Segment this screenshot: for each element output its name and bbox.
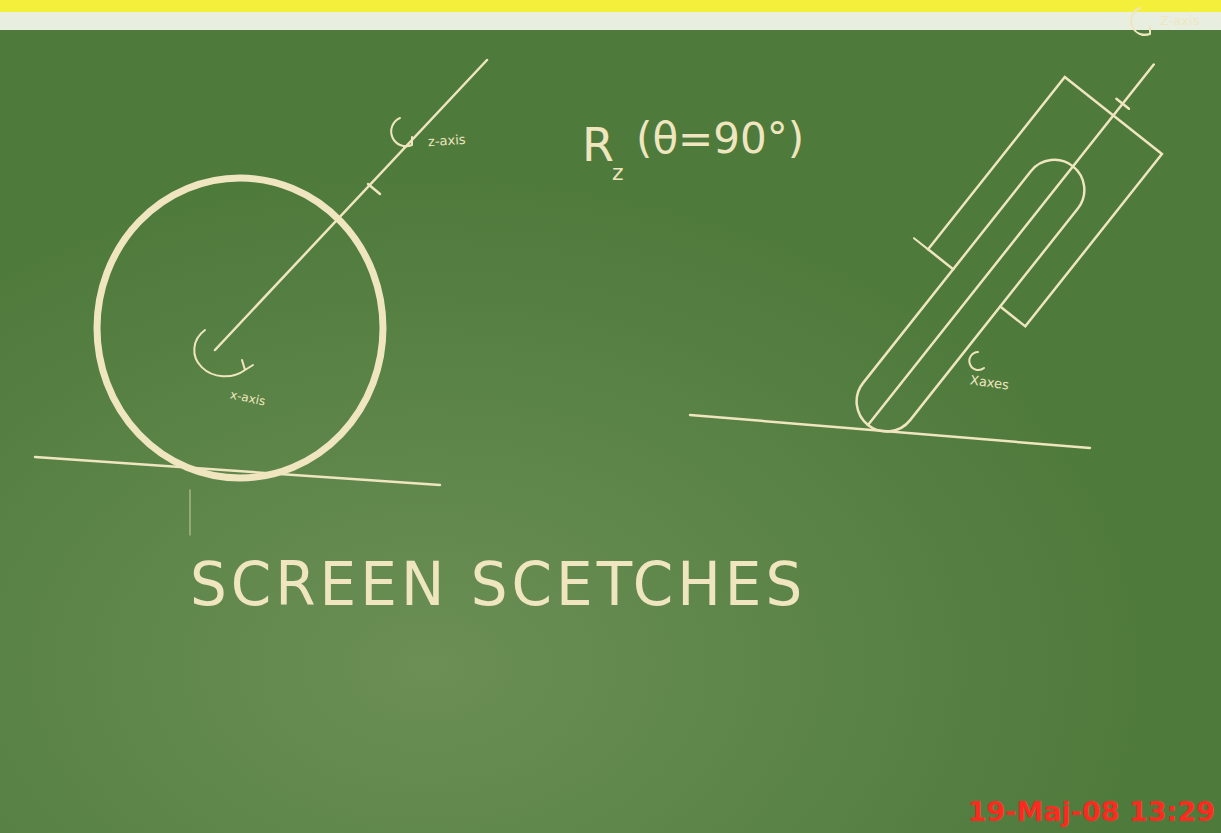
axis-line	[868, 65, 1154, 425]
center-line	[887, 174, 1067, 401]
rotation-arrow	[391, 118, 412, 147]
sleeve-outline	[928, 77, 1162, 326]
rotation-arrow	[969, 352, 984, 370]
formula-text: R	[582, 122, 614, 168]
rotation-arrow	[1131, 8, 1150, 35]
board-title: SCREEN SCETCHES	[190, 554, 806, 615]
axis-tick	[914, 238, 928, 249]
ground-line	[35, 457, 440, 485]
wheel-circle	[97, 178, 383, 478]
axis-line	[215, 60, 487, 350]
chalk-mark	[189, 490, 191, 535]
axis-label: Z-axis	[1160, 14, 1199, 27]
rotation-arrow	[194, 330, 253, 376]
formula-subscript: z	[612, 162, 624, 184]
board-rim	[0, 12, 1221, 30]
formula-text: (θ=90°)	[636, 118, 804, 160]
axis-label: z-axis	[428, 133, 466, 149]
axis-tick	[1116, 99, 1129, 109]
tube-outline	[844, 148, 1096, 444]
axis-tick	[368, 184, 380, 194]
top-bar	[0, 0, 1221, 12]
timestamp: 19-Maj-08 13:29	[968, 798, 1215, 825]
